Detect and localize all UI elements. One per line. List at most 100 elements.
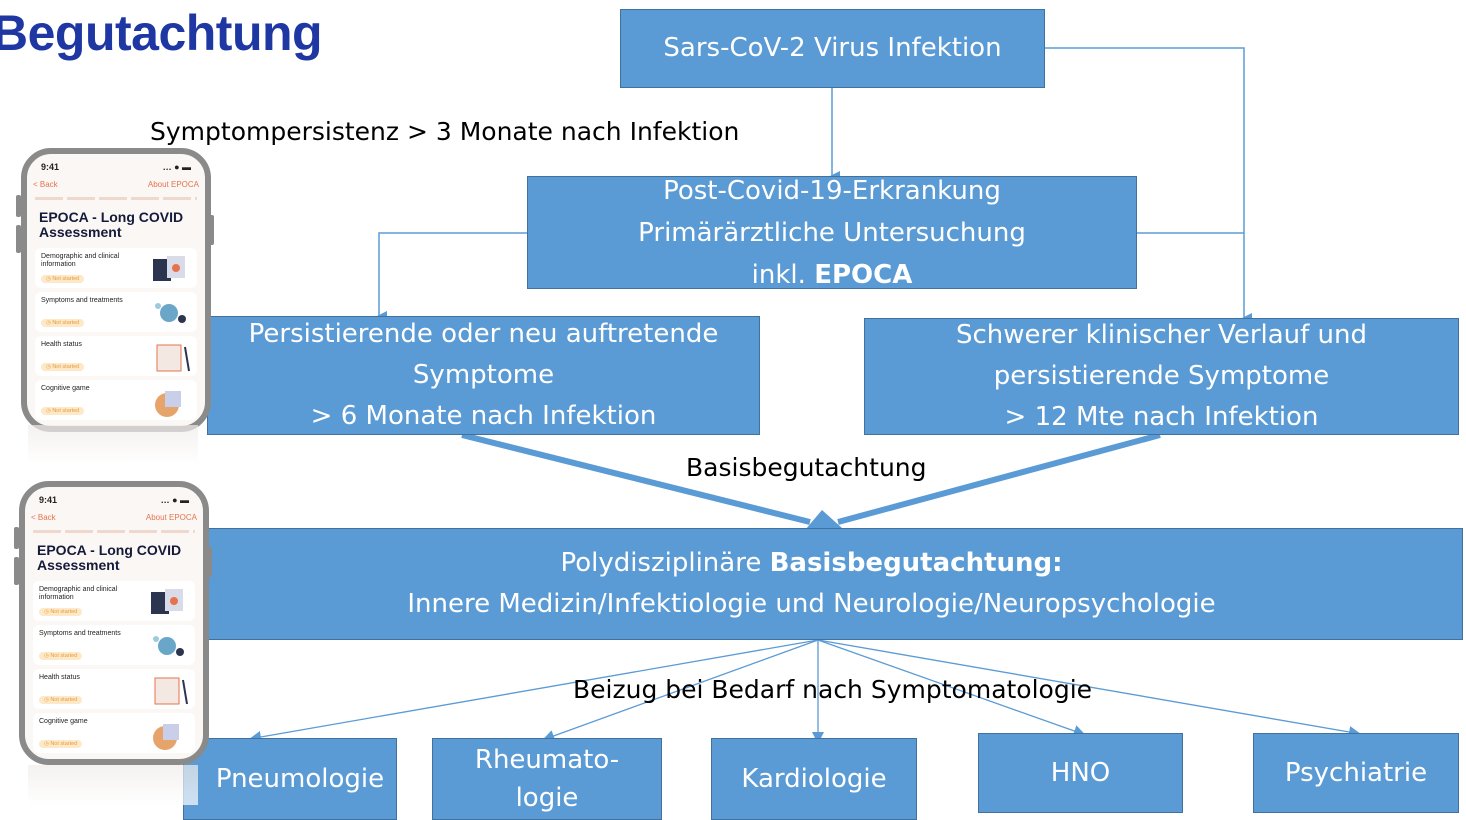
phone-card[interactable]: Symptoms and treatments ◷ Not started: [35, 292, 197, 332]
status-badge: ◷ Not started: [39, 696, 83, 704]
phone-time: 9:41: [41, 162, 60, 172]
severe-line3: > 12 Mte nach Infektion: [1004, 402, 1319, 432]
phone-nav: < Back About EPOCA: [27, 172, 205, 189]
kardiologie-label: Kardiologie: [741, 763, 887, 794]
pneumologie-label: Pneumologie: [215, 763, 385, 794]
phone-back-button[interactable]: < Back: [33, 180, 58, 189]
phone-progress: [33, 530, 195, 533]
basis-line2: Innere Medizin/Infektiologie und Neurolo…: [407, 589, 1216, 619]
node-rheumatologie: Rheumato- logie: [432, 738, 662, 820]
puzzle-illustration-icon: [155, 391, 181, 417]
node-post-covid: Post-Covid-19-Erkrankung Primärärztliche…: [527, 176, 1137, 290]
phone-card[interactable]: Health status ◷ Not started: [35, 336, 197, 376]
documents-illustration-icon: [153, 256, 185, 281]
card-title: Cognitive game: [41, 385, 90, 392]
persistent-line1: Persistierende oder neu auftretende: [248, 319, 719, 349]
node-basis: Polydisziplinäre Basisbegutachtung: Inne…: [160, 528, 1463, 640]
node-persistent: Persistierende oder neu auftretende Symp…: [207, 316, 760, 435]
node-kardiologie: Kardiologie: [711, 738, 917, 820]
phone-about-link[interactable]: About EPOCA: [147, 180, 199, 189]
status-badge: ◷ Not started: [41, 275, 85, 283]
virus-illustration-icon: [153, 636, 184, 656]
basis-line1: Polydisziplinäre Basisbegutachtung:: [560, 548, 1063, 578]
rheumatologie-line2: logie: [515, 783, 579, 813]
post-covid-line1: Post-Covid-19-Erkrankung: [663, 175, 1001, 206]
severe-line2: persistierende Symptome: [993, 361, 1330, 391]
puzzle-illustration-icon: [153, 724, 179, 750]
node-hno: HNO: [978, 733, 1183, 813]
label-basis: Basisbegutachtung: [686, 453, 927, 482]
epoca-bold: EPOCA: [814, 259, 913, 290]
persistent-line3: > 6 Monate nach Infektion: [310, 401, 657, 431]
status-badge: ◷ Not started: [39, 740, 83, 748]
persistent-line2: Symptome: [412, 360, 555, 390]
checklist-illustration-icon: [156, 344, 190, 372]
phone-card[interactable]: Demographic and clinical information ◷ N…: [33, 581, 195, 621]
edge-basis-hno: [817, 639, 1086, 737]
status-badge: ◷ Not started: [41, 407, 85, 415]
card-title: Health status: [41, 341, 82, 348]
phone-status-bar: 9:41 … ● ▬: [25, 487, 203, 505]
node-psychiatrie: Psychiatrie: [1253, 733, 1459, 813]
documents-illustration-icon: [151, 589, 183, 614]
card-title: Symptoms and treatments: [41, 297, 123, 304]
node-severe: Schwerer klinischer Verlauf und persisti…: [864, 318, 1459, 435]
status-badge: ◷ Not started: [39, 608, 83, 616]
phone2-side-button: [207, 547, 212, 577]
phone2-reflection: [28, 765, 198, 805]
label-persistence: Symptompersistenz > 3 Monate nach Infekt…: [150, 117, 740, 146]
card-title: Demographic and clinical information: [41, 253, 120, 268]
label-referral: Beizug bei Bedarf nach Symptomatologie: [573, 675, 1093, 704]
rheumatologie-line1: Rheumato-: [474, 745, 620, 775]
page-title: Begutachtung: [0, 5, 323, 61]
phone-status-bar: 9:41 … ● ▬: [27, 154, 205, 172]
node-infection-label: Sars-CoV-2 Virus Infektion: [663, 33, 1002, 63]
phone-mockup-2: 9:41 … ● ▬ < Back About EPOCA EPOCA - Lo…: [19, 481, 209, 765]
status-badge: ◷ Not started: [41, 319, 85, 327]
status-badge: ◷ Not started: [41, 363, 85, 371]
phone-card[interactable]: Cognitive game ◷ Not started: [35, 380, 197, 420]
phone-mockup-1: 9:41 … ● ▬ < Back About EPOCA EPOCA - Lo…: [21, 148, 211, 432]
phone-time: 9:41: [39, 495, 58, 505]
basis-bold: Basisbegutachtung:: [769, 548, 1063, 578]
phone-card[interactable]: Cognitive game ◷ Not started: [33, 713, 195, 753]
psychiatrie-label: Psychiatrie: [1284, 757, 1428, 788]
post-covid-line3: inkl. EPOCA: [751, 259, 913, 290]
checklist-illustration-icon: [154, 677, 188, 705]
hno-label: HNO: [1050, 757, 1111, 788]
status-badge: ◷ Not started: [39, 652, 83, 660]
phone-about-link[interactable]: About EPOCA: [145, 513, 197, 522]
edge-persistent-basis: [461, 432, 811, 525]
phone-signal-icon: … ● ▬: [160, 495, 189, 505]
phone-nav: < Back About EPOCA: [25, 505, 203, 522]
edge-postcovid-persistent: [377, 232, 527, 321]
arrowhead-basis: [805, 510, 842, 530]
phone2-side-button: [14, 557, 19, 585]
edge-severe-basis: [837, 432, 1161, 525]
phone-card[interactable]: Health status ◷ Not started: [33, 669, 195, 709]
edge-basis-pneumologie: [249, 639, 819, 743]
node-pneumologie: Pneumologie: [183, 738, 397, 820]
phone-progress: [35, 197, 197, 200]
phone1-side-button: [209, 215, 214, 245]
edge-basis-psychiatrie: [817, 639, 1361, 738]
node-infection: Sars-CoV-2 Virus Infektion: [620, 9, 1045, 88]
phone-app-title: EPOCA - Long COVID Assessment: [37, 542, 182, 573]
edge-basis-rheumatologie: [542, 639, 819, 742]
card-title: Cognitive game: [39, 718, 88, 725]
phone1-side-button: [16, 195, 21, 217]
phone-app-title: EPOCA - Long COVID Assessment: [39, 209, 184, 240]
phone2-side-button: [14, 527, 19, 549]
edge-infection-severe: [1045, 47, 1252, 323]
phone1-reflection: [28, 425, 198, 465]
post-covid-line2: Primärärztliche Untersuchung: [638, 217, 1026, 248]
card-title: Demographic and clinical information: [39, 586, 118, 601]
severe-line1: Schwerer klinischer Verlauf und: [955, 320, 1368, 350]
phone-card[interactable]: Symptoms and treatments ◷ Not started: [33, 625, 195, 665]
card-title: Health status: [39, 674, 80, 681]
virus-illustration-icon: [155, 303, 186, 323]
phone-back-button[interactable]: < Back: [31, 513, 56, 522]
phone-card[interactable]: Demographic and clinical information ◷ N…: [35, 248, 197, 288]
phone-signal-icon: … ● ▬: [162, 162, 191, 172]
